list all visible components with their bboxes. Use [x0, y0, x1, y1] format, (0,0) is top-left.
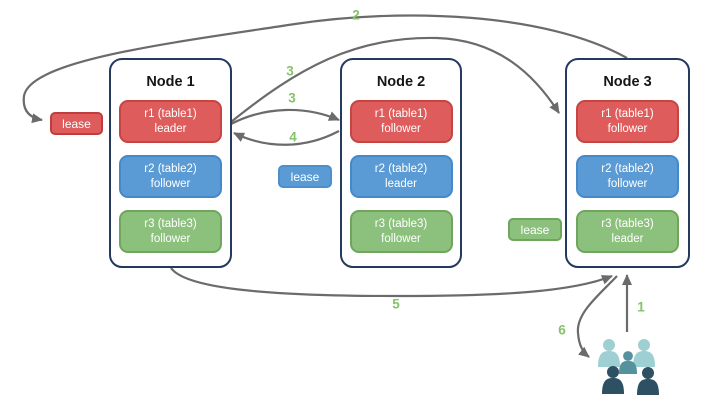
node-1-title: Node 1: [146, 74, 195, 90]
node-1-replica-r2: r2 (table2) follower: [119, 155, 222, 198]
arrow-step-3-leader-to-node2: [230, 108, 340, 125]
step-label-3b: 3: [288, 90, 296, 106]
replica-role: follower: [150, 232, 191, 245]
node-2-replica-r1: r1 (table1) follower: [349, 100, 453, 143]
node-2: Node 2 r1 (table1) follower r2 (table2) …: [340, 58, 462, 268]
arrow-step-5-node1-to-node3: [170, 267, 613, 298]
replica-name: r2 (table2): [601, 162, 654, 175]
node-1-replica-r1: r1 (table1) leader: [119, 100, 222, 143]
replica-name: r2 (table2): [144, 162, 197, 175]
step-label-1: 1: [637, 299, 645, 315]
replica-role: leader: [611, 232, 644, 245]
replica-name: r1 (table1): [601, 107, 654, 120]
node-2-replica-r3: r3 (table3) follower: [349, 210, 453, 253]
lease-tag-blue: lease: [278, 165, 332, 188]
node-2-title: Node 2: [376, 74, 426, 90]
person-front-right-icon: [637, 367, 659, 395]
replica-name: r2 (table2): [374, 162, 428, 175]
step-label-2: 2: [352, 7, 360, 23]
users-icon: [598, 339, 659, 395]
replica-role: follower: [607, 122, 648, 135]
node-3-replica-r1: r1 (table1) follower: [576, 100, 679, 143]
replica-name: r3 (table3): [601, 217, 654, 230]
step-label-3a: 3: [286, 63, 294, 79]
node-3-replica-r3: r3 (table3) leader: [576, 210, 679, 253]
node-3-title: Node 3: [603, 74, 652, 90]
step-label-6: 6: [558, 322, 566, 338]
person-back-left-icon: [598, 339, 620, 367]
replica-role: follower: [150, 177, 191, 190]
node-2-replica-r2: r2 (table2) leader: [349, 155, 453, 198]
replica-name: r1 (table1): [374, 107, 428, 120]
node-1-replica-r3: r3 (table3) follower: [119, 210, 222, 253]
lease-tag-green: lease: [508, 218, 562, 241]
arrow-step-3-leader-to-node3: [230, 36, 560, 123]
node-3-replica-r2: r2 (table2) follower: [576, 155, 679, 198]
replica-name: r3 (table3): [374, 217, 428, 230]
arrow-step-4-node2-to-leader: [233, 130, 340, 146]
replica-name: r3 (table3): [144, 217, 197, 230]
lease-tag-red: lease: [50, 112, 103, 135]
node-3: Node 3 r1 (table1) follower r2 (table2) …: [565, 58, 690, 268]
replica-role: leader: [385, 177, 417, 190]
replica-name: r1 (table1): [144, 107, 197, 120]
arrow-step-6-node3-to-users: [576, 275, 618, 358]
node-1: Node 1 r1 (table1) leader r2 (table2) fo…: [109, 58, 232, 268]
replica-role: follower: [607, 177, 648, 190]
person-back-right-icon: [633, 339, 655, 367]
step-label-4: 4: [289, 129, 297, 145]
replica-role: follower: [381, 122, 421, 135]
arrow-step-2-node3-to-lease: [22, 14, 628, 124]
replica-role: follower: [381, 232, 421, 245]
replica-role: leader: [154, 122, 187, 135]
step-label-5: 5: [392, 296, 400, 312]
